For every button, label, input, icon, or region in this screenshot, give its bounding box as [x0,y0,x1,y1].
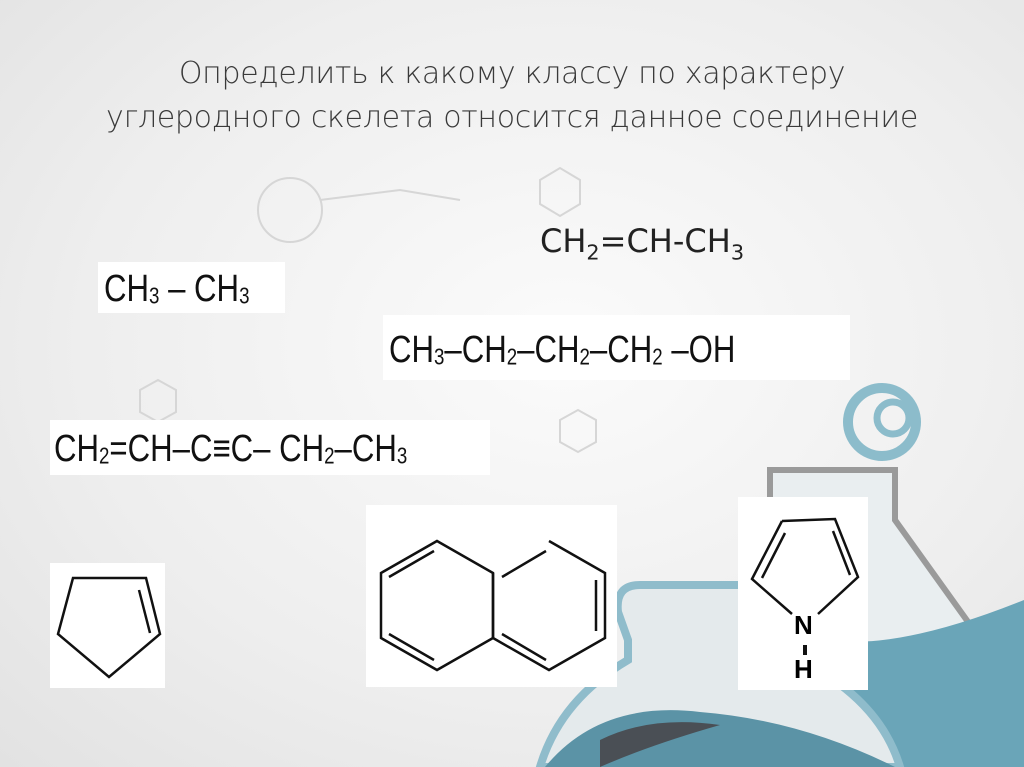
formula-propene: CH2=CH-CH3 [540,222,745,265]
formula-butanol-box: CH3–CH2–CH2–CH2 –OH [383,315,850,380]
naphthalene-box [366,505,617,687]
pyrrole-n-label: N [794,610,813,640]
formula-enyne-box: CH2=CH–C≡C– CH2–CH3 [50,420,490,475]
formula-ethane: CH3 – CH3 [104,268,250,310]
pyrrole-ring [750,517,860,655]
pyrrole-box [738,497,868,690]
title-line-1: Определить к какому классу по характеру [178,56,846,91]
pyrrole-h-label: H [794,654,813,684]
formula-butanol: CH3–CH2–CH2–CH2 –OH [389,329,736,371]
slide-title: Определить к какому классу по характеру … [0,52,1024,140]
title-line-2: углеродного скелета относится данное сое… [106,100,918,135]
cyclopentene-ring [56,576,162,679]
cyclopentene-box [50,563,165,688]
naphthalene-rings [379,539,607,672]
formula-enyne: CH2=CH–C≡C– CH2–CH3 [54,428,408,470]
formula-ethane-box: CH3 – CH3 [98,262,285,313]
